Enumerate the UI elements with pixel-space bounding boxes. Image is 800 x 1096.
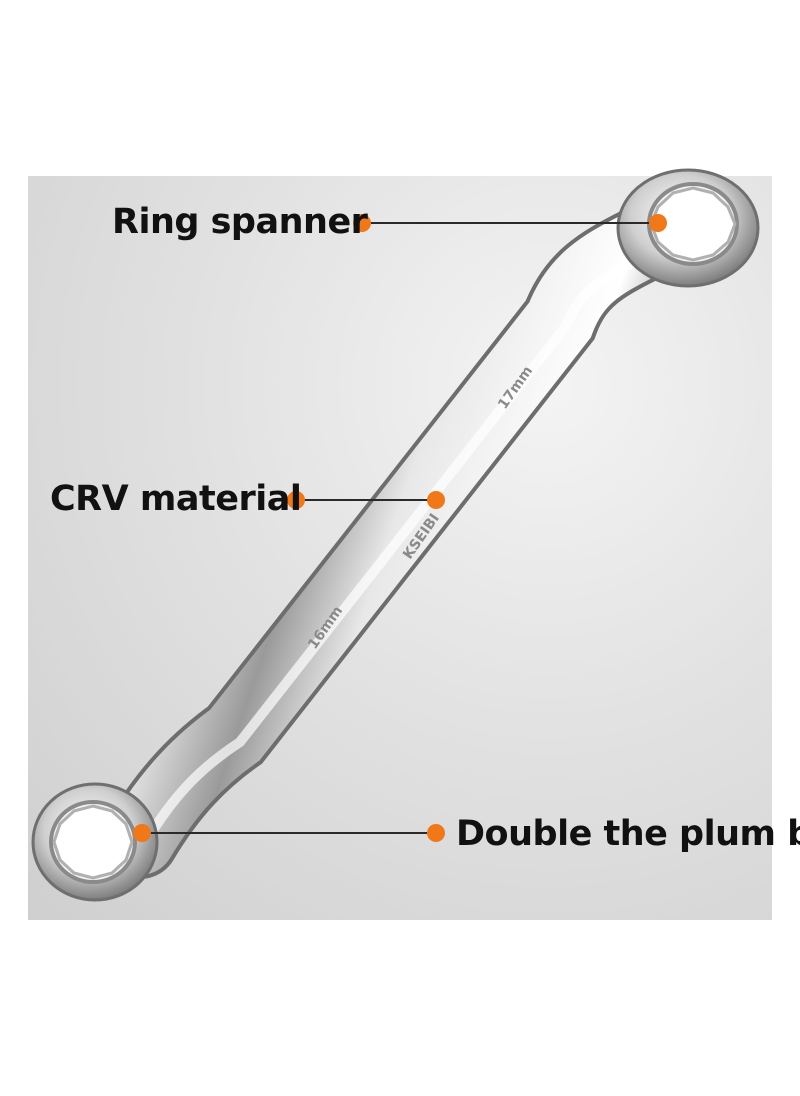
crv-material-dot-left	[287, 491, 305, 509]
bottom-ring-head	[31, 782, 159, 902]
top-ring-head	[616, 168, 760, 288]
crv-material-label: CRV material	[50, 479, 302, 519]
double-plum-dot-left	[133, 824, 151, 842]
callout-lines	[142, 222, 658, 834]
callout-dots	[133, 214, 667, 842]
crv-material-dot-right	[427, 491, 445, 509]
double-plum-label: Double the plum b	[456, 814, 800, 854]
wrench-shaft	[101, 206, 679, 879]
ring-spanner-dot-right	[649, 214, 667, 232]
ring-spanner-dot-left	[353, 214, 371, 232]
ring-spanner-label: Ring spanner	[112, 202, 368, 242]
double-plum-dot-right	[427, 824, 445, 842]
